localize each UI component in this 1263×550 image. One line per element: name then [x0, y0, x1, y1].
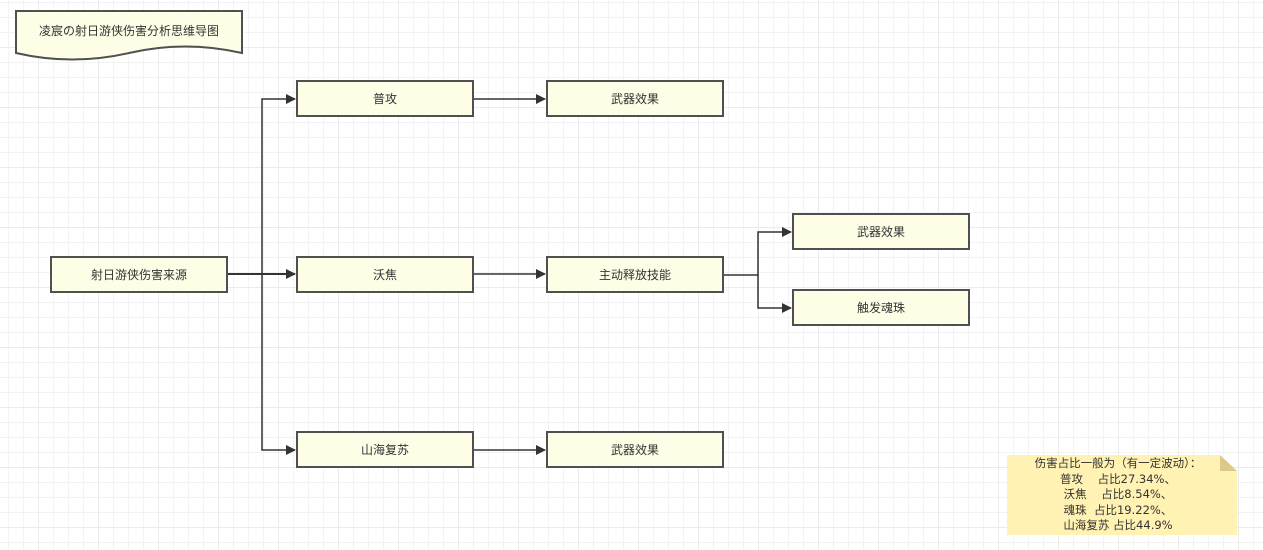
note-heading: 伤害占比一般为（有一定波动）：	[1034, 456, 1202, 470]
child-node-active-skill[interactable]: 主动释放技能	[546, 256, 724, 293]
child-node-label: 武器效果	[610, 92, 659, 106]
root-node-label: 射日游侠伤害来源	[90, 268, 187, 282]
grandchild-node-label: 武器效果	[856, 225, 905, 239]
child-node-label: 主动释放技能	[598, 268, 671, 282]
note-line: 魂珠 占比19.22%、	[1063, 502, 1173, 517]
diagram-title[interactable]: 凌宸の射日游侠伤害分析思维导图	[15, 10, 243, 62]
diagram-title-text: 凌宸の射日游侠伤害分析思维导图	[38, 24, 219, 38]
child-node-label: 武器效果	[610, 443, 659, 457]
branch-node-label: 普攻	[372, 92, 397, 106]
branch-node-normal-attack[interactable]: 普攻	[296, 80, 474, 117]
child-node-weapon-effect[interactable]: 武器效果	[546, 80, 724, 117]
damage-share-note[interactable]: 伤害占比一般为（有一定波动）： 普攻 占比27.34%、 沃焦 占比8.54%、…	[1007, 455, 1237, 535]
grandchild-node-label: 触发魂珠	[856, 301, 905, 315]
connector-root-branch-2	[261, 274, 296, 455]
note-line: 山海复苏 占比44.9%	[1063, 518, 1173, 532]
branch-node-label: 山海复苏	[360, 443, 409, 457]
document-shape	[15, 10, 243, 61]
branch-node-wojiao[interactable]: 沃焦	[296, 256, 474, 293]
connector-skill-soulorb	[757, 275, 792, 313]
grandchild-node-weapon-effect[interactable]: 武器效果	[792, 213, 970, 250]
note-line: 普攻 占比27.34%、	[1060, 471, 1176, 486]
branch-node-shanhai-revival[interactable]: 山海复苏	[296, 431, 474, 468]
note-fold-icon	[1220, 455, 1237, 471]
connector-skill-weapon	[723, 227, 792, 276]
grandchild-node-trigger-soul-orb[interactable]: 触发魂珠	[792, 289, 970, 326]
note-line: 沃焦 占比8.54%、	[1063, 487, 1173, 501]
connector-root-branch-0	[227, 94, 296, 275]
root-node[interactable]: 射日游侠伤害来源	[50, 256, 228, 293]
note-shape	[1007, 455, 1237, 535]
branch-node-label: 沃焦	[372, 268, 397, 282]
child-node-weapon-effect[interactable]: 武器效果	[546, 431, 724, 468]
